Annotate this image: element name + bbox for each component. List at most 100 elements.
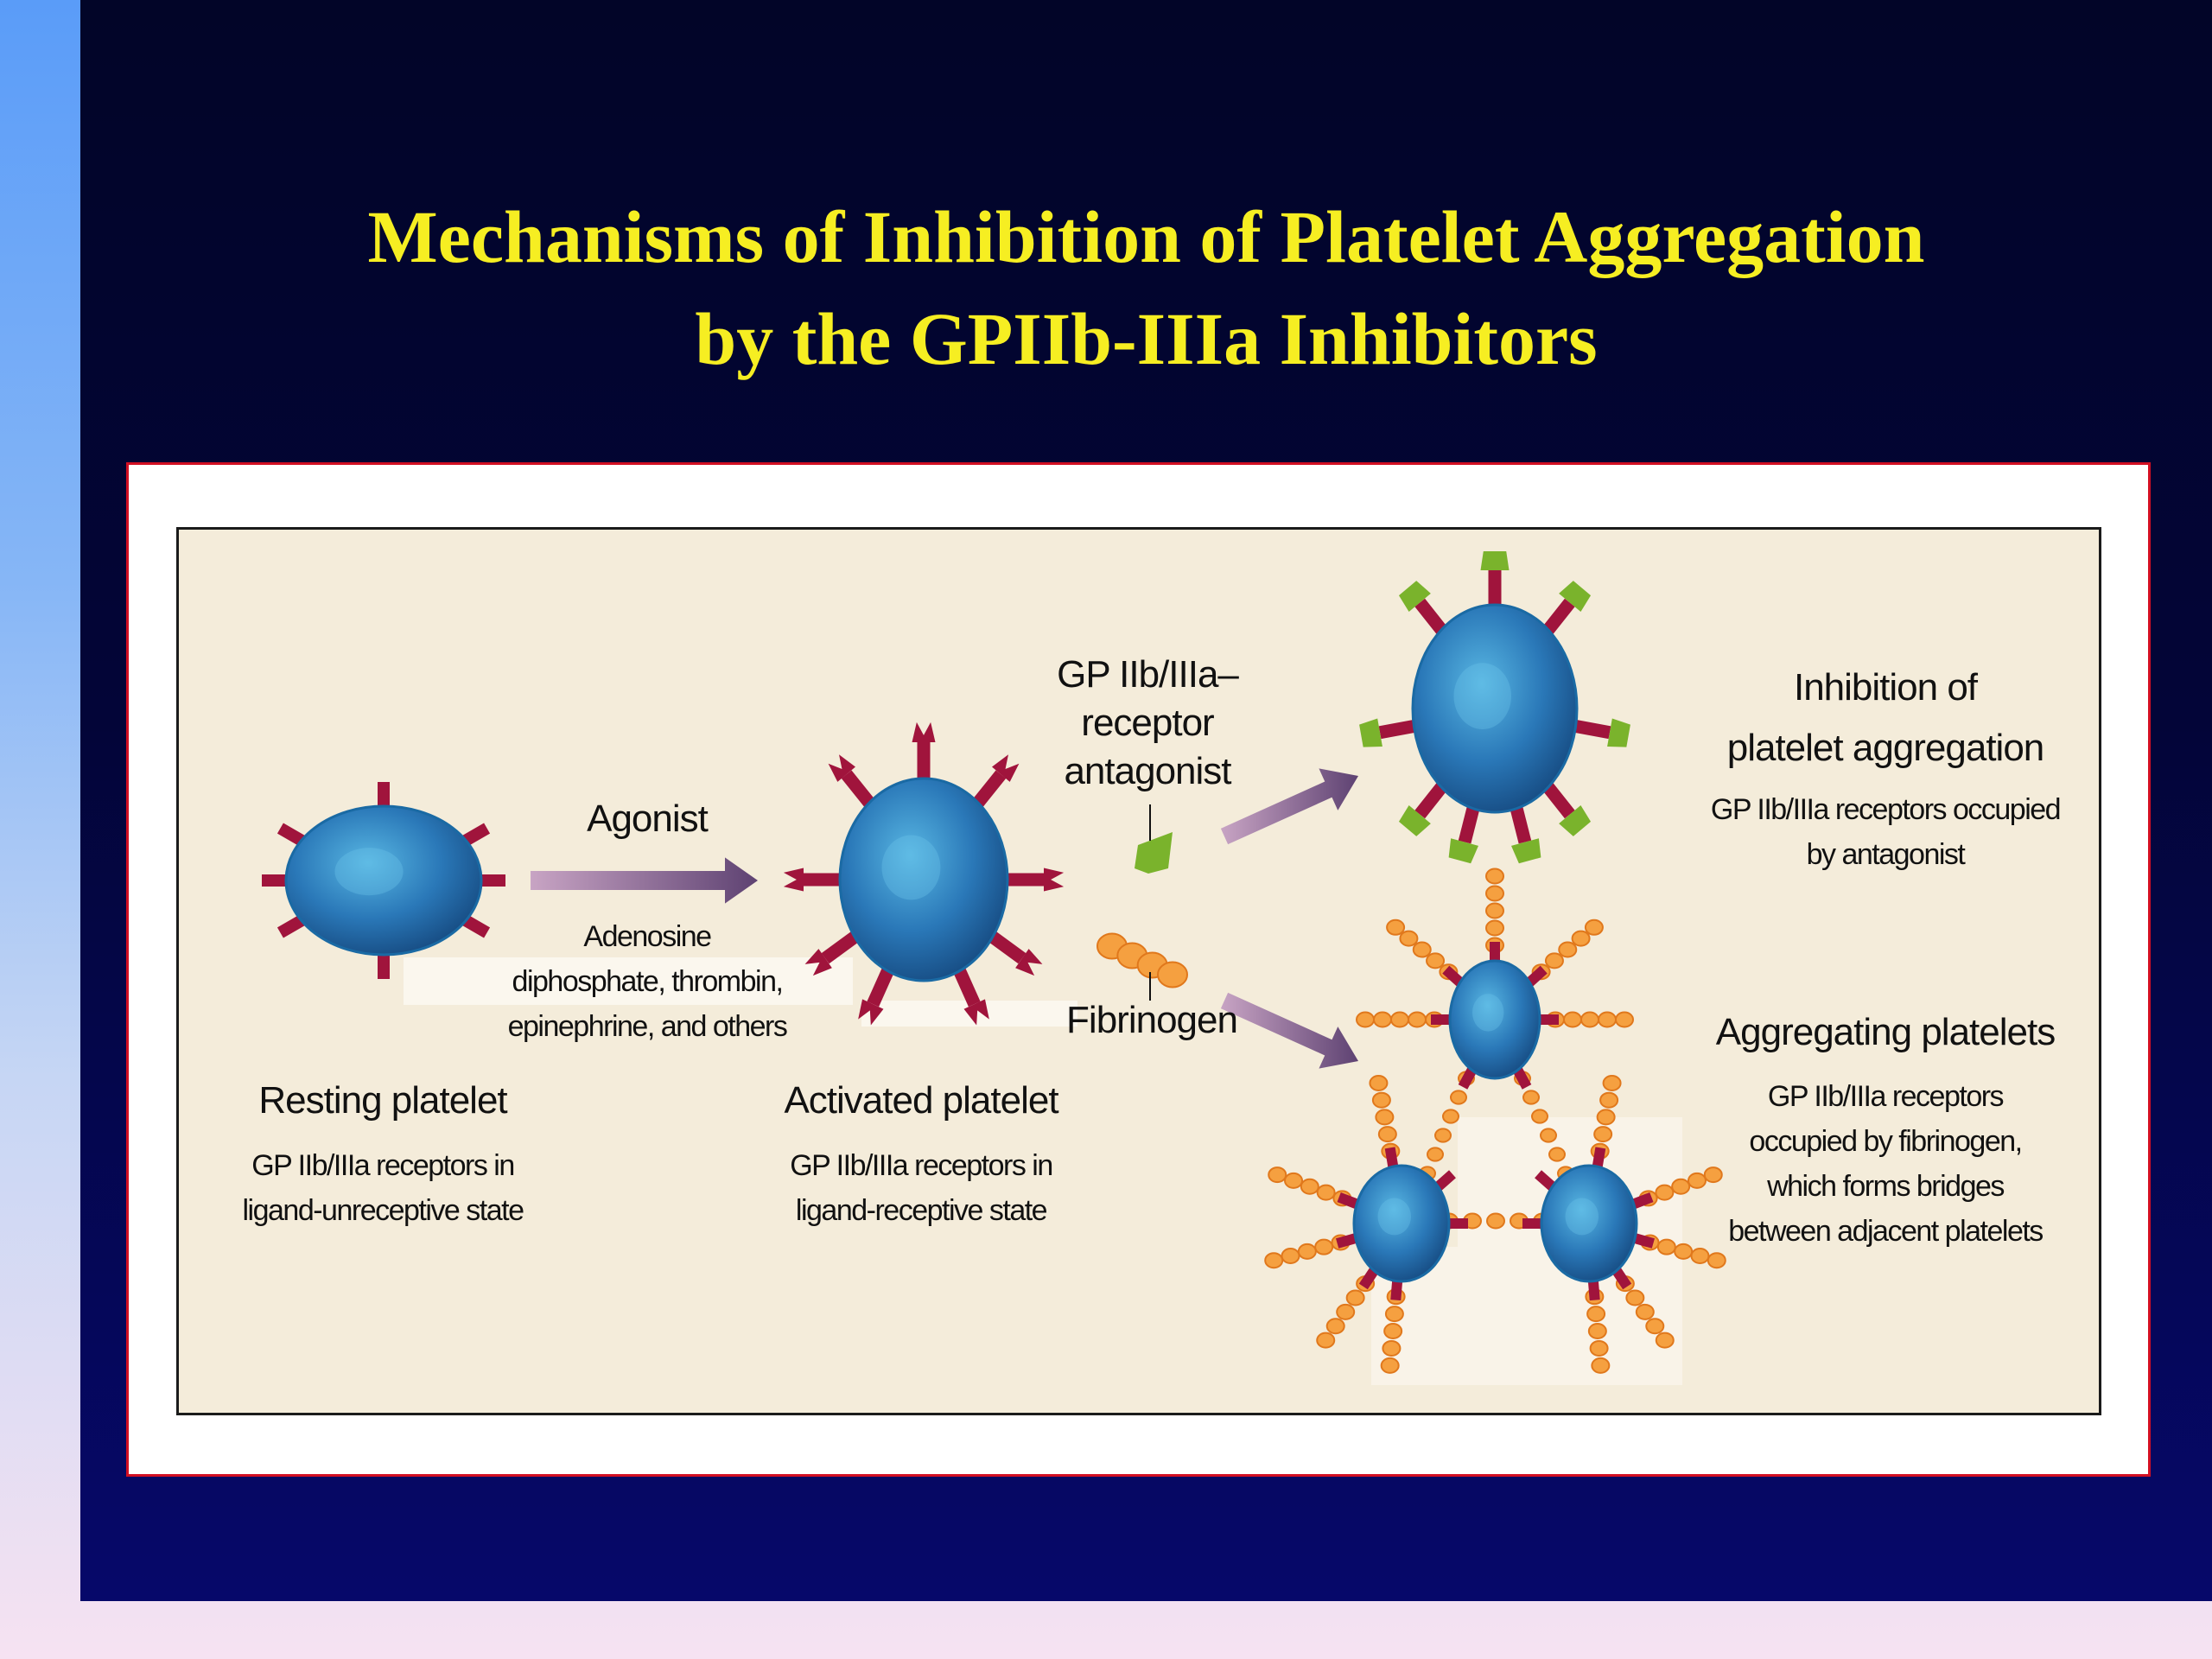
aggregating-desc-line: occupied by fibrinogen, [1749, 1125, 2023, 1158]
fibrinogen-bead [1268, 1166, 1287, 1184]
fibrinogen-bead [1408, 1011, 1427, 1028]
agonist-label: Agonist [587, 798, 709, 840]
fibrinogen-bead [1316, 1332, 1336, 1349]
fibrinogen-bead [1707, 1252, 1726, 1269]
fibrinogen-bead [1645, 1318, 1665, 1335]
fibrinogen-bead [1602, 1075, 1622, 1092]
fibrinogen-bead [1386, 918, 1406, 936]
fibrinogen-bead [1384, 1306, 1404, 1323]
fibrinogen-bead [1427, 1147, 1444, 1162]
fibrinogen-bead [1157, 961, 1188, 988]
aggregating-desc-line: GP IIb/IIIa receptors [1767, 1080, 2005, 1113]
fibrinogen-label: Fibrinogen [1066, 999, 1238, 1041]
fibrinogen-bead [1522, 1090, 1540, 1105]
fibrinogen-bead [1635, 1303, 1655, 1320]
fibrinogen-bead [1369, 1075, 1389, 1092]
antagonist-bound [1559, 581, 1592, 613]
antagonist-bound [1398, 804, 1431, 836]
fibrinogen-bead [1450, 1090, 1467, 1105]
aggregating-title: Aggregating platelets [1715, 1011, 2056, 1053]
fibrinogen-bead [1377, 1126, 1397, 1143]
fibrinogen-bead [1345, 1289, 1365, 1306]
aggregating-platelet [1448, 959, 1541, 1080]
aggregating-platelet [1352, 1164, 1451, 1283]
fibrinogen-bead [1671, 1178, 1691, 1195]
antagonist-bound [1607, 718, 1630, 747]
fibrinogen-bead [1615, 1011, 1634, 1028]
fibrinogen-bead [1316, 1184, 1336, 1201]
fibrinogen-bead [1580, 1011, 1599, 1028]
fibrinogen-bead [1596, 1109, 1616, 1126]
fibrinogen-bead [1485, 902, 1504, 919]
aggregating-desc: GP IIb/IIIa receptors occupied by fibrin… [1728, 1074, 2044, 1254]
receptor-tip [804, 949, 832, 976]
antagonist-label-line: antagonist [1064, 750, 1231, 792]
fibrinogen-bead [1426, 952, 1446, 969]
fibrinogen-bead [1434, 1128, 1452, 1143]
inhibited-platelet-highlight [1453, 663, 1511, 729]
fibrinogen-bead [1486, 1212, 1505, 1230]
fibrinogen-bead [1297, 1243, 1317, 1260]
fibrinogen-bead [1656, 1238, 1676, 1255]
inhibition-desc: GP IIb/IIIa receptors occupied by antago… [1711, 787, 2062, 877]
fibrinogen-bead [1442, 1109, 1459, 1124]
resting-desc-line: GP IIb/IIIa receptors in [251, 1149, 515, 1182]
fibrinogen-bead [1382, 1339, 1402, 1357]
fibrinogen-bead [1591, 1357, 1611, 1374]
inhibited-platelet [1411, 603, 1579, 814]
activated-platelet-highlight [881, 835, 941, 900]
fibrinogen-bead [1625, 1289, 1645, 1306]
fibrinogen-bead [1485, 919, 1504, 937]
antagonist-bound [1398, 581, 1431, 613]
fibrinogen-bead [1690, 1248, 1710, 1265]
antagonist-bound [1480, 551, 1510, 570]
figure-frame: Agonist Adenosine diphosphate, thrombin,… [126, 462, 2151, 1477]
receptor-tip [858, 999, 884, 1026]
fibrinogen-bead [1571, 930, 1591, 947]
fibrinogen-bead [1563, 1011, 1582, 1028]
fibrinogen-bead [1558, 941, 1578, 958]
aggregating-desc-line: which forms bridges [1767, 1170, 2005, 1203]
fibrinogen-bead [1703, 1166, 1723, 1184]
antagonist-bound [1448, 838, 1478, 864]
fibrinogen-bead [1655, 1184, 1675, 1201]
aggregating-desc-line: between adjacent platelets [1728, 1215, 2044, 1248]
fibrinogen-arrow [1220, 992, 1358, 1069]
fibrinogen-bead [1593, 1126, 1613, 1143]
receptor-tip [963, 999, 989, 1026]
antagonist-label: GP IIb/IIIa– receptor antagonist [1057, 651, 1239, 796]
inhibition-title-line: platelet aggregation [1726, 727, 2045, 769]
receptor-tip [828, 754, 855, 782]
fibrinogen-bead [1336, 1303, 1356, 1320]
fibrinogen-bead [1531, 1109, 1548, 1124]
antagonist-arrow [1220, 768, 1358, 845]
fibrinogen-bead [1674, 1243, 1694, 1260]
fibrinogen-bead [1264, 1252, 1284, 1269]
antagonist-bound [1559, 804, 1592, 836]
receptor-tip [1015, 949, 1043, 976]
fibrinogen-bead [1589, 1339, 1609, 1357]
resting-platelet-desc: GP IIb/IIIa receptors in ligand-unrecept… [242, 1143, 524, 1233]
fibrinogen-bead [1586, 1306, 1606, 1323]
mechanism-illustration [262, 551, 1726, 1385]
fibrinogen-bead [1587, 1323, 1607, 1340]
antagonist-molecule [1135, 832, 1173, 874]
aggregating-platelet-highlight [1472, 994, 1504, 1032]
inhibition-desc-line: by antagonist [1806, 838, 1966, 871]
antagonist-label-line: receptor [1081, 702, 1214, 744]
figure-panel: Agonist Adenosine diphosphate, thrombin,… [176, 527, 2101, 1415]
antagonist-label-line: GP IIb/IIIa– [1057, 653, 1239, 696]
activated-platelet-title: Activated platelet [784, 1079, 1058, 1122]
fibrinogen-bead [1371, 1091, 1391, 1109]
activated-desc-line: ligand-receptive state [795, 1194, 1048, 1227]
agonist-examples: Adenosine diphosphate, thrombin, epineph… [508, 914, 788, 1049]
aggregating-platelet-highlight [1377, 1198, 1411, 1236]
aggregating-platelet-highlight [1565, 1198, 1599, 1236]
fibrinogen-bead [1380, 1357, 1400, 1374]
inhibition-title-line: Inhibition of [1793, 666, 1978, 709]
fibrinogen-bead [1281, 1248, 1300, 1265]
inhibition-title: Inhibition of platelet aggregation [1726, 658, 2045, 779]
title-line-1: Mechanisms of Inhibition of Platelet Agg… [367, 195, 1925, 278]
receptor-tip [1044, 868, 1065, 892]
slide-title: Mechanisms of Inhibition of Platelet Agg… [80, 186, 2212, 390]
